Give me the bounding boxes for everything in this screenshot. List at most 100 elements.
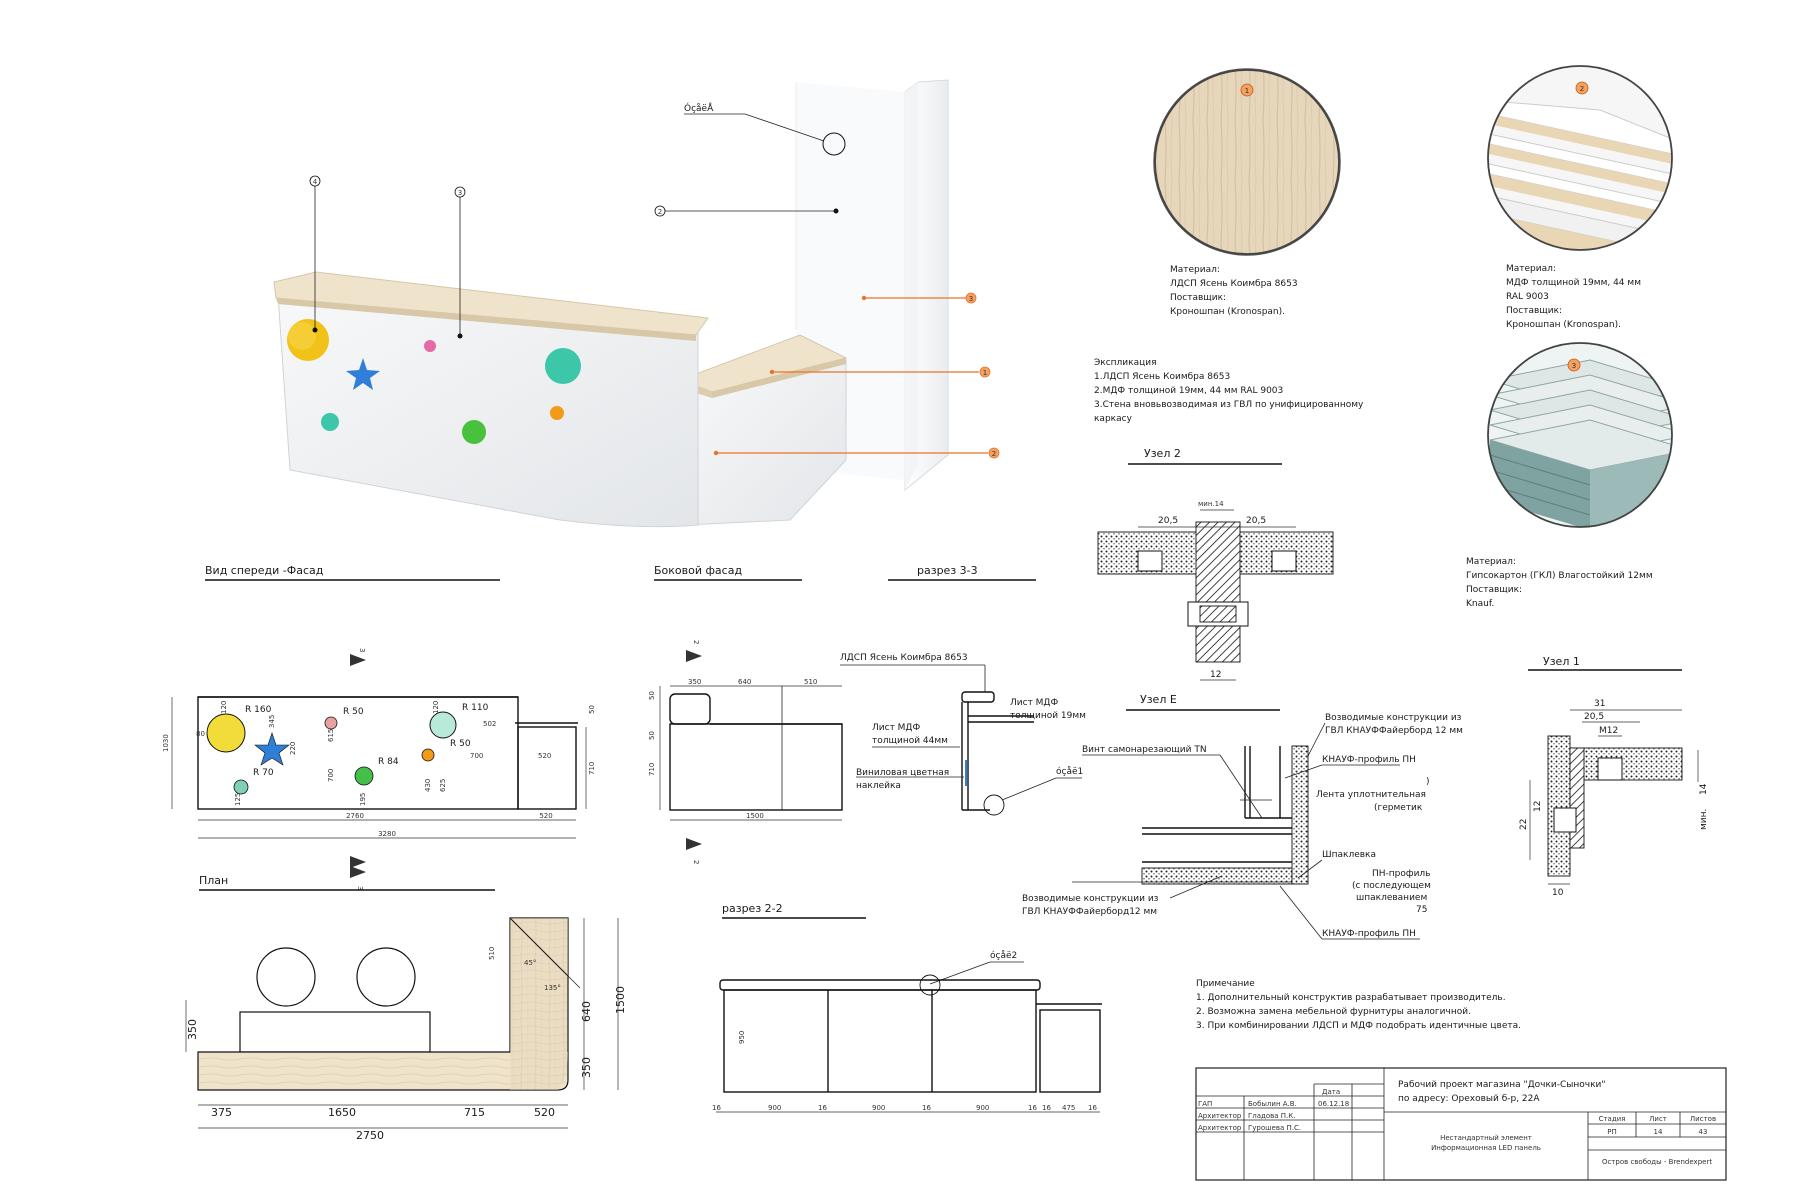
node2-min14: мин.14 <box>1198 500 1224 508</box>
front-dim-2760: 2760 <box>346 812 364 820</box>
cut33-mdf44-label-1: Лист МДФ <box>872 723 920 733</box>
pink-circle-cutout <box>424 340 436 352</box>
callout-3: 3 <box>458 189 462 197</box>
title-role-2: Архитектор <box>1198 1112 1242 1120</box>
notes-item-1: 1. Дополнительный конструктив разрабатыв… <box>1196 993 1506 1003</box>
material-3-line-3: Поставщик: <box>1466 585 1522 595</box>
explication-item-3-cont: каркасу <box>1094 414 1133 424</box>
material-1-line-3: Поставщик: <box>1170 293 1226 303</box>
front-dim-120b: 120 <box>432 701 440 714</box>
node-1-heading: Узел 1 <box>1543 655 1580 668</box>
explication: Экспликация 1.ЛДСП Ясень Коимбра 8653 2.… <box>1094 358 1364 424</box>
front-dim-520: 520 <box>539 812 552 820</box>
side-dim-h50b: 50 <box>648 731 656 740</box>
node1-dim-min: мин. <box>1699 809 1709 830</box>
front-dim-700: 700 <box>470 752 483 760</box>
front-r84: R 84 <box>378 757 399 767</box>
green-circle-cutout <box>462 420 486 444</box>
side-dim-350: 350 <box>688 678 701 686</box>
front-dim-220: 220 <box>289 742 297 755</box>
front-dim-80: 80 <box>196 730 205 738</box>
section-2-2-drawing: óçåë2 900 900 900 16 16 16 16 16 16 475 … <box>712 950 1102 1113</box>
notes-item-3: 3. При комбинировании ЛДСП и МДФ подобра… <box>1196 1021 1521 1031</box>
node2-dim-20a: 20,5 <box>1158 516 1178 526</box>
front-r50a: R 50 <box>343 707 364 717</box>
material-1-line-2: ЛДСП Ясень Коимбра 8653 <box>1170 279 1298 289</box>
cut33-mdf44-label-2: толщиной 44мм <box>872 736 948 746</box>
material-1-line-4: Кроношпан (Kronospan). <box>1170 307 1285 317</box>
title-project-line-2: по адресу: Ореховый б-р, 22А <box>1398 1094 1540 1104</box>
cut22-dim-950: 950 <box>738 1031 746 1044</box>
material-3-swatch: 3 <box>1487 342 1673 528</box>
front-r50b: R 50 <box>450 739 471 749</box>
title-stage-header: Стадия <box>1599 1115 1626 1123</box>
material-3-marker: 3 <box>1572 362 1576 370</box>
explication-item-2: 2.МДФ толщиной 19мм, 44 мм RAL 9003 <box>1094 386 1283 396</box>
reception-3d-render: 4 3 2 ÓçåëÅ 3 1 2 <box>273 79 1000 528</box>
cut33-mdf19-label-2: толщиной 19мм <box>1010 711 1086 721</box>
callout-2: 2 <box>658 208 662 216</box>
orange-callout-3: 3 <box>969 295 973 303</box>
cut22-node-ref: óçåë2 <box>990 950 1017 961</box>
title-sheet-header: Лист <box>1649 1115 1667 1123</box>
section-mark-3-bottom: 3 <box>356 886 364 890</box>
front-dim-625: 625 <box>439 779 447 792</box>
detail-ref-label: ÓçåëÅ <box>684 102 714 114</box>
nodeE-label-6b: (с последующем <box>1352 881 1431 891</box>
title-person-2: Гладова П.К. <box>1248 1112 1295 1120</box>
cut33-vinyl-label-1: Виниловая цветная <box>856 768 949 778</box>
title-person-1: Бобылин А.В. <box>1248 1100 1297 1108</box>
plan-dim-1650: 1650 <box>328 1106 356 1119</box>
plan-dim-510: 510 <box>488 947 496 960</box>
side-dim-1500: 1500 <box>746 812 764 820</box>
plan-angle-45: 45° <box>524 959 536 967</box>
title-organization: Остров свободы - Brendexpert <box>1602 1158 1712 1166</box>
nodeE-label-1b: ГВЛ КНАУФФайерборд 12 мм <box>1325 726 1463 736</box>
teal-circle-cutout <box>545 348 581 384</box>
side-view-heading: Боковой фасад <box>654 564 742 577</box>
plan-dim-375: 375 <box>211 1106 232 1119</box>
cut22-dim-16d: 16 <box>1028 1104 1037 1112</box>
title-sheets-header: Листов <box>1690 1115 1716 1123</box>
title-block: Рабочий проект магазина "Дочки-Сыночки" … <box>1195 1067 1727 1181</box>
node1-dim-m12: М12 <box>1599 726 1618 736</box>
material-3-text: Материал: Гипсокартон (ГКЛ) Влагостойкий… <box>1466 557 1653 609</box>
node1-dim-20: 20,5 <box>1584 712 1604 722</box>
node1-dim-14: 14 <box>1699 783 1709 795</box>
plan-dim-520: 520 <box>534 1106 555 1119</box>
cut33-node1-ref: óçåë1 <box>1056 766 1083 777</box>
node-2-heading: Узел 2 <box>1144 447 1181 460</box>
nodeE-label-3b: Лента уплотнительная <box>1316 790 1426 800</box>
nodeE-label-5: Шпаклевка <box>1322 850 1376 860</box>
cut22-dim-16e: 16 <box>1042 1104 1051 1112</box>
front-dim-3280: 3280 <box>378 830 396 838</box>
side-mark-bottom: 2 <box>692 860 700 864</box>
side-mark-top: 2 <box>692 640 700 644</box>
explication-item-1: 1.ЛДСП Ясень Коимбра 8653 <box>1094 372 1230 382</box>
nodeE-label-8: КНАУФ-профиль ПН <box>1322 929 1416 939</box>
material-2-swatch: 2 <box>1487 65 1673 251</box>
side-dim-h710: 710 <box>648 763 656 776</box>
front-dim-50: 50 <box>588 705 596 714</box>
material-2-line-5: Кроношпан (Kronospan). <box>1506 320 1621 330</box>
node-1-drawing: 31 20,5 М12 22 12 10 14 мин. <box>1519 699 1709 898</box>
nodeE-label-1a: Возводимые конструкции из <box>1325 713 1462 723</box>
front-view-drawing: 3 3 2760 520 3280 1030 50 710 R 160 R 50… <box>162 648 596 890</box>
small-teal-circle-cutout <box>321 413 339 431</box>
cut33-mdf19-label-1: Лист МДФ <box>1010 698 1058 708</box>
material-2-marker: 2 <box>1580 85 1584 93</box>
front-dim-1030: 1030 <box>162 734 170 752</box>
node1-dim-10: 10 <box>1552 888 1564 898</box>
plan-angle-135: 135° <box>544 984 561 992</box>
notes: Примечание 1. Дополнительный конструктив… <box>1196 979 1521 1031</box>
plan-dim-640: 640 <box>580 1001 593 1022</box>
plan-dim-2750: 2750 <box>356 1129 384 1142</box>
node1-dim-12: 12 <box>1533 801 1543 812</box>
cut22-dim-16f: 16 <box>1088 1104 1097 1112</box>
node-e-heading: Узел Е <box>1140 693 1177 706</box>
side-dim-h50: 50 <box>648 691 656 700</box>
plan-dim-350b: 350 <box>580 1057 593 1078</box>
nodeE-label-6c: шпаклеванием <box>1356 893 1427 903</box>
front-dim-700-v: 700 <box>327 769 335 782</box>
